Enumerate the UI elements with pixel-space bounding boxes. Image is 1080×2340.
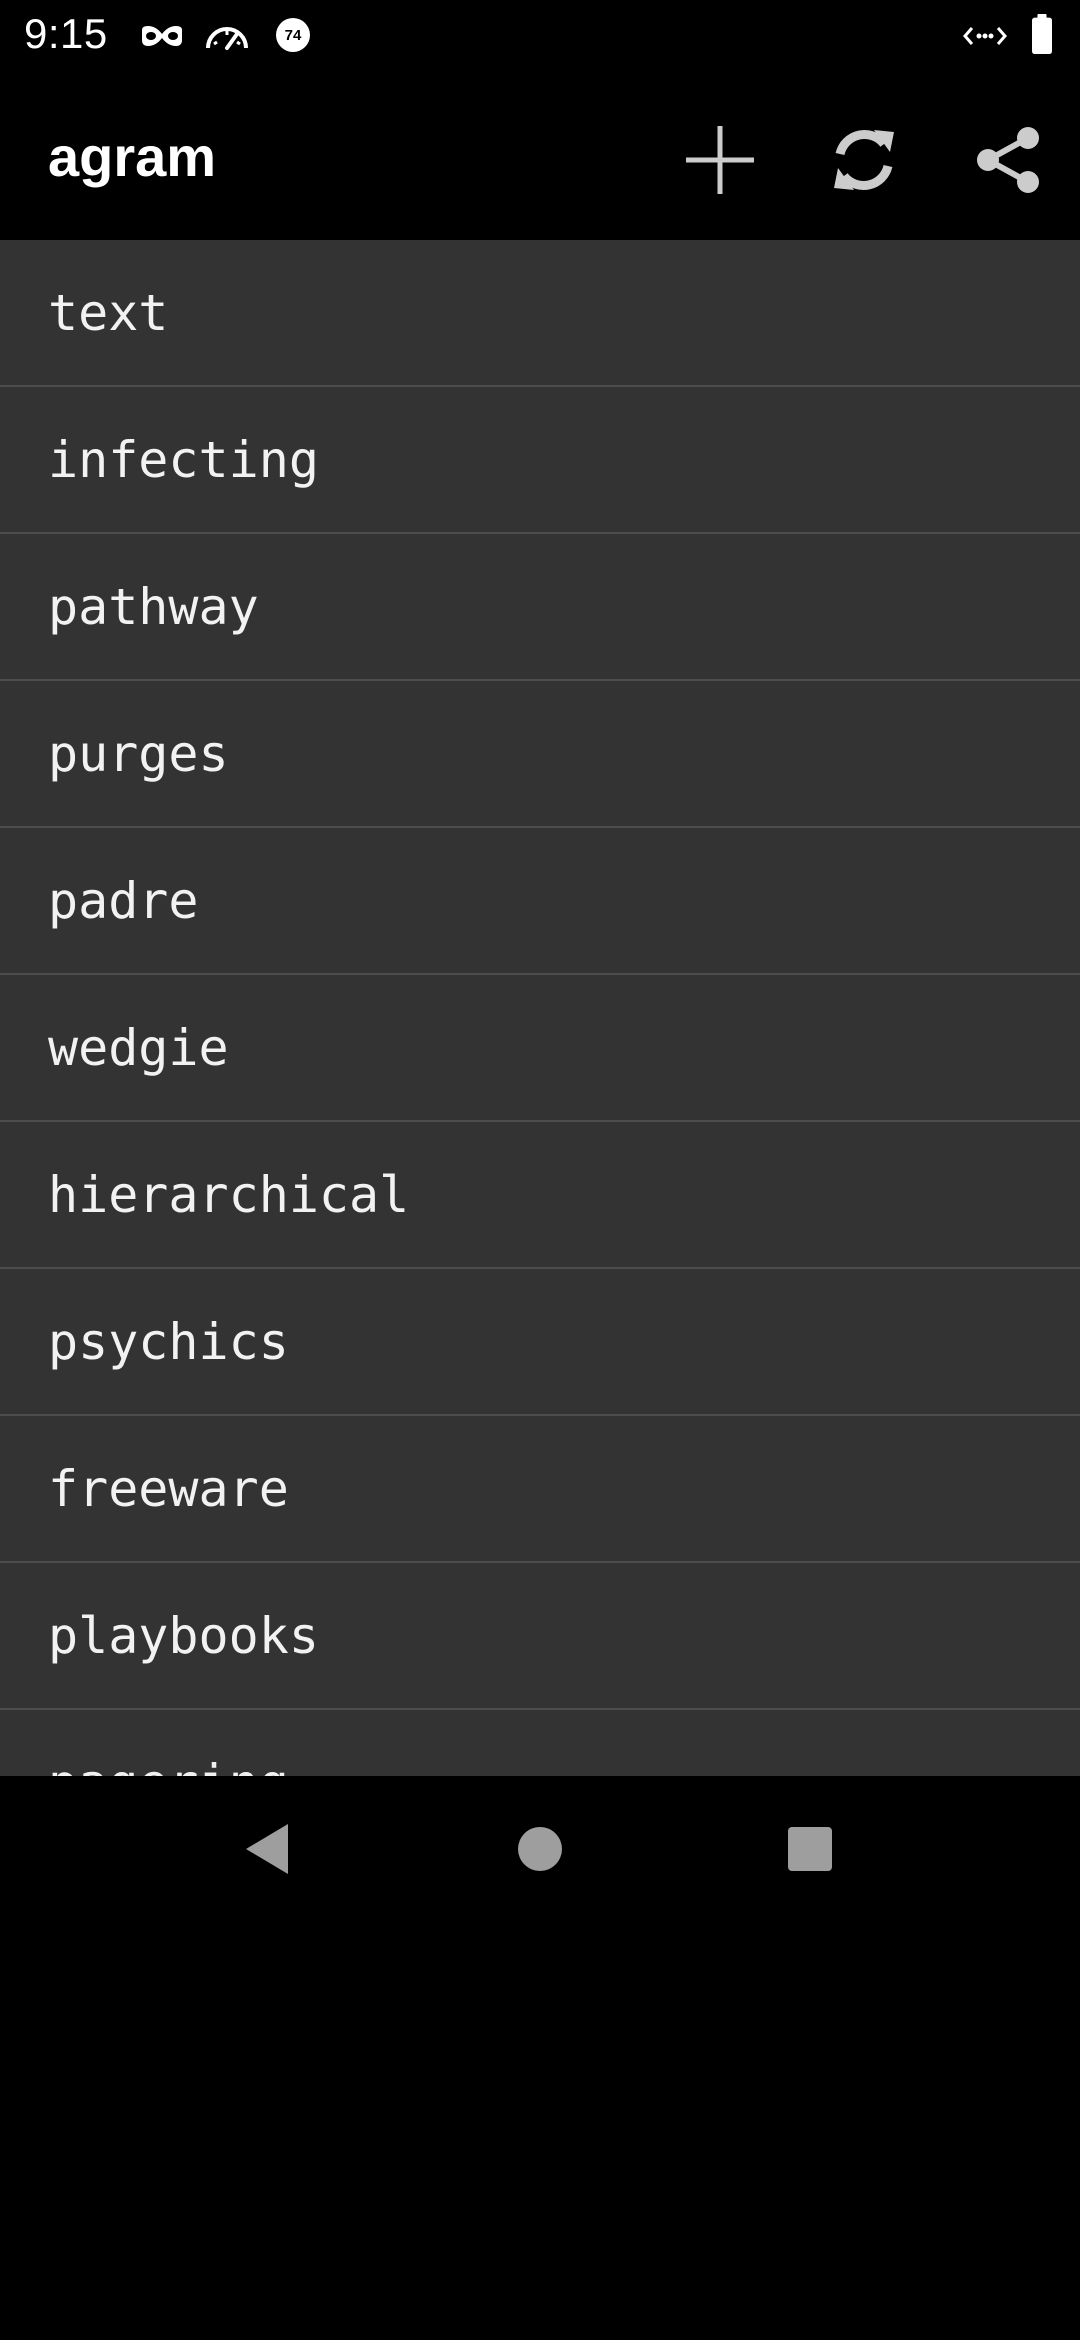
list-item[interactable]: psychics: [0, 1269, 1080, 1416]
list-item[interactable]: pathway: [0, 534, 1080, 681]
home-icon: [518, 1827, 562, 1871]
status-time: 9:15: [24, 10, 108, 57]
list-item-label: infecting: [48, 430, 319, 489]
home-button[interactable]: [495, 1804, 585, 1894]
add-icon: [686, 126, 754, 194]
back-button[interactable]: [222, 1804, 312, 1894]
word-list[interactable]: text infecting pathway purges padre wedgie hie…: [0, 240, 1080, 1776]
list-item[interactable]: freeware: [0, 1416, 1080, 1563]
list-item[interactable]: padre: [0, 828, 1080, 975]
recents-icon: [788, 1827, 832, 1871]
list-item-label: text: [48, 283, 169, 342]
list-item-label: wedgie: [48, 1018, 229, 1077]
list-item[interactable]: purges: [0, 681, 1080, 828]
app-title: agram: [48, 125, 217, 188]
nav-bar: [0, 1776, 1080, 1920]
share-button[interactable]: [960, 112, 1056, 208]
list-item-label: hierarchical: [48, 1165, 410, 1224]
list-item[interactable]: hierarchical: [0, 1122, 1080, 1269]
add-button[interactable]: [672, 112, 768, 208]
incognito-icon: [142, 26, 182, 46]
list-item-label: playbooks: [48, 1606, 319, 1665]
battery-icon: [1032, 14, 1052, 54]
share-icon: [977, 127, 1039, 193]
list-item-label: pagering: [48, 1754, 289, 1777]
list-item-label: purges: [48, 724, 229, 783]
status-bar: 9:15 74: [0, 0, 1080, 72]
list-item[interactable]: infecting: [0, 387, 1080, 534]
list-item[interactable]: wedgie: [0, 975, 1080, 1122]
data-transfer-icon: [963, 27, 1007, 45]
speedometer-icon: [206, 27, 248, 50]
list-item-label: freeware: [48, 1459, 289, 1518]
badge-74-icon: 74: [276, 18, 310, 52]
list-item-label: pathway: [48, 577, 259, 636]
badge-number: 74: [284, 26, 302, 44]
list-item[interactable]: pagering: [0, 1710, 1080, 1777]
list-item[interactable]: playbooks: [0, 1563, 1080, 1710]
refresh-icon: [834, 130, 894, 190]
list-item[interactable]: text: [0, 240, 1080, 387]
recents-button[interactable]: [765, 1804, 855, 1894]
back-icon: [246, 1824, 288, 1874]
refresh-button[interactable]: [816, 112, 912, 208]
list-item-label: padre: [48, 871, 199, 930]
list-item-label: psychics: [48, 1312, 289, 1371]
app-bar: agram: [0, 72, 1080, 240]
